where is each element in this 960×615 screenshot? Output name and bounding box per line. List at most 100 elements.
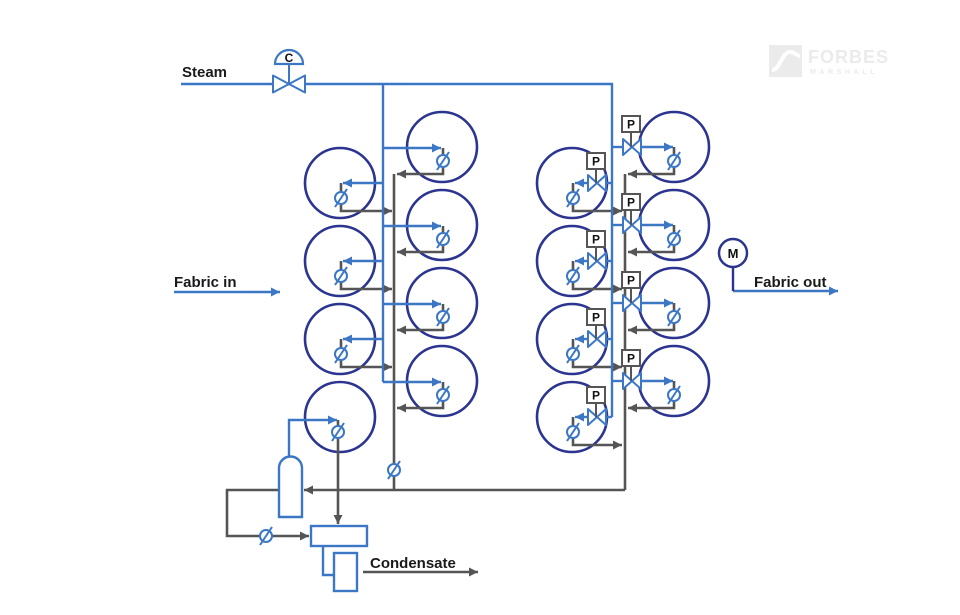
steam-trap-icon bbox=[566, 266, 580, 286]
flash-steam-line bbox=[287, 415, 337, 457]
condensate-label: Condensate bbox=[370, 555, 456, 572]
condensate-pipe-layer bbox=[225, 147, 676, 577]
pressure-controller: P bbox=[586, 230, 606, 261]
valve-left-triangle bbox=[587, 252, 598, 270]
steam-trap-slash bbox=[331, 422, 345, 442]
condensate-pump bbox=[332, 551, 359, 593]
steam-main-line bbox=[181, 82, 614, 417]
steam-trap-slash bbox=[566, 422, 580, 442]
valve-left-triangle bbox=[622, 138, 633, 156]
drive-motor-tag: M bbox=[728, 246, 739, 261]
valve-right-triangle bbox=[631, 216, 642, 234]
pressure-controller: P bbox=[621, 193, 641, 225]
drying-cylinder-left-outer bbox=[303, 380, 377, 454]
valve-left-triangle bbox=[622, 216, 633, 234]
steam-trap-slash bbox=[259, 526, 273, 546]
pressure-controller: P bbox=[586, 386, 606, 417]
valve-right-triangle bbox=[596, 252, 607, 270]
steam-trap-icon bbox=[387, 460, 401, 480]
steam-trap-slash bbox=[566, 266, 580, 286]
steam-trap-icon bbox=[566, 422, 580, 442]
flash-vessel bbox=[277, 455, 304, 519]
pressure-control-valve-icon bbox=[622, 216, 642, 234]
control-valve-actuator-icon bbox=[273, 48, 305, 66]
pressure-control-valve-icon bbox=[622, 294, 642, 312]
valve-left-triangle bbox=[622, 372, 633, 390]
pressure-control-valve-icon bbox=[587, 408, 607, 426]
receiver-to-pump-line bbox=[321, 546, 334, 577]
valve-right-triangle bbox=[631, 294, 642, 312]
steam-trap-icon bbox=[436, 151, 450, 171]
valve-right-triangle bbox=[631, 372, 642, 390]
pressure-controller-box bbox=[621, 349, 641, 367]
pressure-controller-tag: P bbox=[627, 118, 635, 132]
valve-left-triangle bbox=[587, 408, 598, 426]
steam-trap-icon bbox=[436, 307, 450, 327]
valve-left-triangle bbox=[272, 74, 290, 94]
steam-trap-icon bbox=[667, 307, 681, 327]
steam-trap-slash bbox=[436, 151, 450, 171]
steam-trap-slash bbox=[436, 229, 450, 249]
steam-trap-icon bbox=[334, 266, 348, 286]
pressure-control-valve-icon bbox=[622, 372, 642, 390]
valve-right-triangle bbox=[596, 330, 607, 348]
valve-left-triangle bbox=[622, 294, 633, 312]
steam-trap-icon bbox=[334, 344, 348, 364]
pressure-controller-tag: P bbox=[592, 155, 600, 169]
steam-trap-slash bbox=[387, 460, 401, 480]
watermark-logo-mark bbox=[769, 45, 802, 77]
watermark-text-line2: MARSHALL bbox=[810, 69, 878, 76]
steam-trap-slash bbox=[667, 385, 681, 405]
steam-pipe-layer bbox=[174, 82, 838, 577]
pressure-controller-box bbox=[586, 386, 606, 404]
pressure-control-valve-icon bbox=[622, 138, 642, 156]
steam-trap-icon bbox=[566, 188, 580, 208]
pressure-controller-tag: P bbox=[592, 389, 600, 403]
steam-trap-icon bbox=[331, 422, 345, 442]
steam-trap-icon bbox=[667, 385, 681, 405]
valve-right-triangle bbox=[288, 74, 306, 94]
steam-trap-slash bbox=[667, 307, 681, 327]
steam-trap-icon bbox=[259, 526, 273, 546]
pressure-controller-box bbox=[621, 271, 641, 289]
valve-left-triangle bbox=[587, 330, 598, 348]
steam-trap-slash bbox=[436, 307, 450, 327]
steam-control-valve-tag: C bbox=[285, 51, 294, 65]
valve-right-triangle bbox=[631, 138, 642, 156]
pressure-controller-tag: P bbox=[627, 196, 635, 210]
pressure-control-valve-icon bbox=[587, 330, 607, 348]
watermark-logo: FORBES MARSHALL bbox=[769, 45, 889, 77]
steam-trap-icon bbox=[334, 188, 348, 208]
steam-trap-icon bbox=[436, 385, 450, 405]
pressure-controller-tag: P bbox=[592, 233, 600, 247]
watermark-text-line1: FORBES bbox=[808, 47, 889, 67]
steam-trap-icon bbox=[436, 229, 450, 249]
drive-motor-symbol bbox=[717, 237, 749, 269]
pressure-controller: P bbox=[621, 271, 641, 303]
pressure-controller-box bbox=[586, 152, 606, 170]
pressure-controller-box bbox=[586, 308, 606, 326]
pressure-controller: P bbox=[621, 349, 641, 381]
pressure-control-valve-icon bbox=[587, 174, 607, 192]
pressure-controller: P bbox=[586, 308, 606, 339]
steam-trap-slash bbox=[334, 188, 348, 208]
pressure-controller: P bbox=[621, 115, 641, 147]
steam-trap-slash bbox=[334, 266, 348, 286]
fabric-in-label: Fabric in bbox=[174, 274, 237, 291]
pressure-controller: P bbox=[586, 152, 606, 183]
pressure-controller-box bbox=[621, 193, 641, 211]
pressure-control-valve-icon bbox=[587, 252, 607, 270]
steam-trap-icon bbox=[667, 151, 681, 171]
steam-label: Steam bbox=[182, 64, 227, 81]
pressure-controller-tag: P bbox=[627, 274, 635, 288]
condensate-receiver bbox=[309, 524, 369, 548]
pressure-controller-box bbox=[586, 230, 606, 248]
valve-right-triangle bbox=[596, 408, 607, 426]
steam-trap-slash bbox=[436, 385, 450, 405]
valve-right-triangle bbox=[596, 174, 607, 192]
steam-trap-icon bbox=[566, 344, 580, 364]
watermark-logo-curve-icon bbox=[771, 49, 801, 72]
fabric-out-label: Fabric out bbox=[754, 274, 827, 291]
